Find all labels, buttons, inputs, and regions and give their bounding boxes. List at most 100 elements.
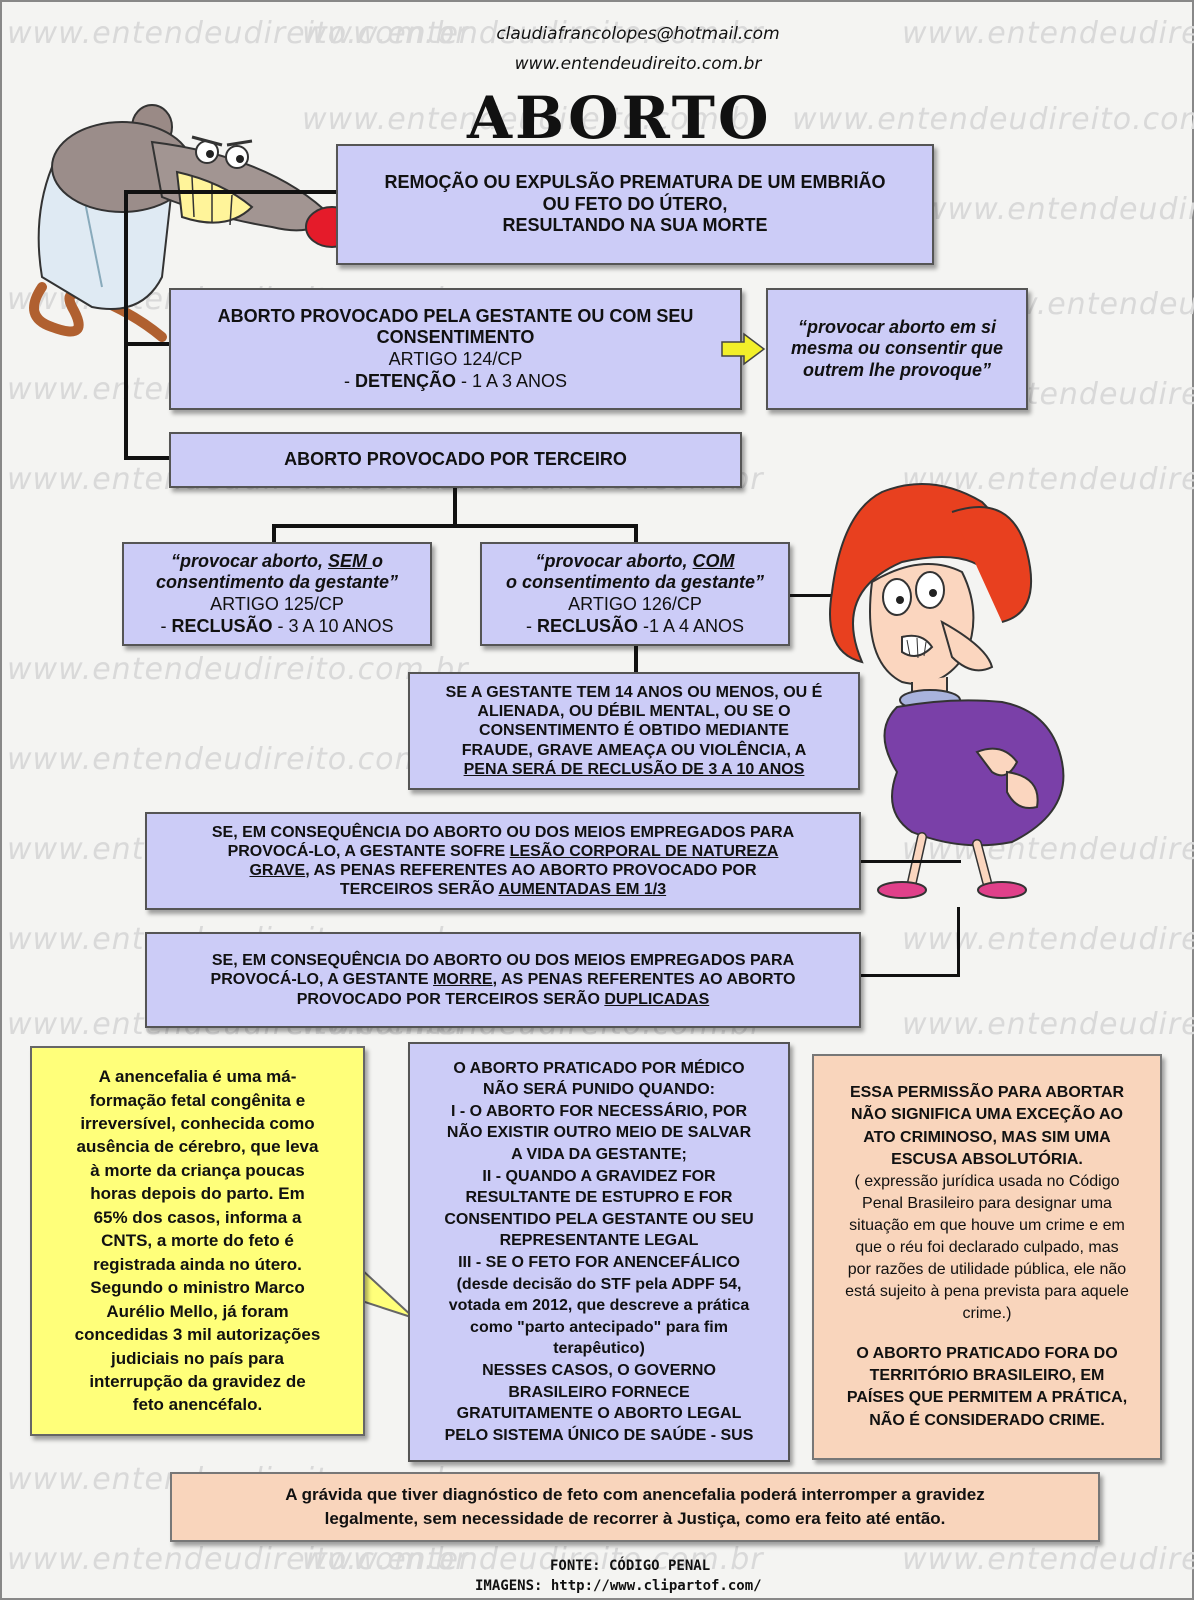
excuse-line: ESCUSA ABSOLUTÓRIA.	[891, 1150, 1083, 1168]
anencephaly-line: Segundo o ministro Marco	[90, 1278, 305, 1298]
anencephaly-line: CNTS, a morte do feto é	[101, 1231, 294, 1251]
minor-line: ALIENADA, OU DÉBIL MENTAL, OU SE O	[477, 703, 791, 721]
third-party-title: ABORTO PROVOCADO POR TERCEIRO	[284, 449, 627, 470]
art124-box: ABORTO PROVOCADO PELA GESTANTE OU COM SE…	[169, 288, 742, 410]
connector-line	[124, 190, 336, 194]
excuse-note: que o réu foi declarado culpado, mas	[855, 1238, 1119, 1256]
watermark: www.entendeudireito.com.br	[902, 922, 1194, 957]
exception-line: NESSES CASOS, O GOVERNO	[482, 1361, 716, 1379]
watermark: www.entendeudireito.com.br	[7, 1542, 469, 1577]
art126-box: “provocar aborto, COM o consentimento da…	[480, 542, 790, 646]
injury-line: GRAVE, AS PENAS REFERENTES AO ABORTO PRO…	[249, 862, 757, 879]
art126-penalty: - RECLUSÃO -1 A 4 ANOS	[525, 615, 745, 636]
connector-line	[861, 860, 961, 863]
watermark: www.entendeudireito.com.br	[7, 652, 469, 687]
anencephaly-line: concedidas 3 mil autorizações	[74, 1325, 321, 1345]
excuse-note: está sujeito à pena prevista para aquele	[845, 1283, 1129, 1301]
minor-line: FRAUDE, GRAVE AMEAÇA OU VIOLÊNCIA, A	[461, 741, 807, 759]
anencephaly-line: 65% dos casos, informa a	[93, 1207, 302, 1227]
exceptions-box: O ABORTO PRATICADO POR MÉDICO NÃO SERÁ P…	[408, 1042, 790, 1462]
connector-line	[272, 524, 276, 542]
watermark: www.entendeudireito.com.br	[922, 192, 1194, 227]
excuse-line: ATO CRIMINOSO, MAS SIM UMA	[863, 1128, 1111, 1146]
connector-line	[124, 456, 170, 460]
exception-line: GRATUITAMENTE O ABORTO LEGAL	[456, 1405, 742, 1423]
art126-article: ARTIGO 126/CP	[568, 594, 702, 614]
anencephaly-line: ausência de cérebro, que leva	[76, 1137, 319, 1157]
site-url: www.entendeudireito.com.br	[514, 54, 762, 74]
exception-line: NÃO EXISTIR OUTRO MEIO DE SALVAR	[446, 1124, 752, 1142]
watermark: www.entendeudireito.com.br	[792, 102, 1194, 137]
footer-images: IMAGENS: http://www.clipartof.com/	[475, 1578, 762, 1594]
exception-line: O ABORTO PRATICADO POR MÉDICO	[453, 1059, 745, 1077]
anencephaly-line: à morte da criança poucas	[90, 1160, 305, 1180]
injury-line: TERCEIROS SERÃO AUMENTADAS EM 1/3	[339, 881, 667, 899]
exception-line: NÃO SERÁ PUNIDO QUANDO:	[482, 1081, 715, 1099]
connector-line	[957, 907, 960, 977]
art124-title: CONSENTIMENTO	[376, 327, 535, 348]
definition-line: OU FETO DO ÚTERO,	[542, 193, 728, 214]
excuse-line: NÃO SIGNIFICA UMA EXCEÇÃO AO	[850, 1106, 1123, 1124]
watermark: www.entendeudireito.com.br	[902, 1007, 1194, 1042]
anencephaly-line: judiciais no país para	[111, 1348, 284, 1368]
death-line: PROVOCADO POR TERCEIROS SERÃO DUPLICADAS	[296, 990, 710, 1008]
minor-line: SE A GESTANTE TEM 14 ANOS OU MENOS, OU É	[445, 684, 823, 702]
anencephaly-box: A anencefalia é uma má- formação fetal c…	[30, 1046, 365, 1436]
excuse-note: crime.)	[962, 1305, 1012, 1323]
art124-penalty: - DETENÇÃO - 1 A 3 ANOS	[343, 370, 568, 391]
art125-article: ARTIGO 125/CP	[210, 594, 344, 614]
exception-line: RESULTANTE DE ESTUPRO E FOR	[465, 1189, 733, 1207]
art124-title: ABORTO PROVOCADO PELA GESTANTE OU COM SE…	[217, 305, 694, 326]
art124-quote-box: “provocar aborto em si mesma ou consenti…	[766, 288, 1028, 410]
connector-line	[861, 974, 960, 977]
art125-quote: “provocar aborto, SEM o	[170, 550, 384, 571]
excuse-line: ESSA PERMISSÃO PARA ABORTAR	[849, 1084, 1125, 1102]
connector-line	[790, 594, 846, 597]
exception-line: BRASILEIRO FORNECE	[508, 1383, 690, 1401]
excuse-note: por razões de utilidade pública, ele não	[847, 1261, 1127, 1279]
bottom-note-line: A grávida que tiver diagnóstico de feto …	[285, 1485, 985, 1505]
injury-line: SE, EM CONSEQUÊNCIA DO ABORTO OU DOS MEI…	[211, 823, 795, 841]
connector-line	[124, 192, 128, 460]
anencephaly-line: irreversível, conhecida como	[80, 1114, 315, 1133]
art124-article: ARTIGO 124/CP	[388, 349, 523, 369]
exception-line: (desde decisão do STF pela ADPF 54,	[456, 1275, 742, 1293]
foreign-line: NÃO É CONSIDERADO CRIME.	[869, 1411, 1105, 1429]
foreign-line: TERRITÓRIO BRASILEIRO, EM	[869, 1367, 1105, 1385]
injury-line: PROVOCÁ-LO, A GESTANTE SOFRE LESÃO CORPO…	[227, 842, 779, 860]
minor-line: CONSENTIMENTO É OBTIDO MEDIANTE	[479, 722, 789, 740]
art126-quote: o consentimento da gestante”	[505, 572, 765, 593]
minor-box: SE A GESTANTE TEM 14 ANOS OU MENOS, OU É…	[408, 672, 860, 790]
connector-line	[453, 488, 457, 526]
art125-quote: consentimento da gestante”	[155, 572, 399, 593]
death-line: PROVOCÁ-LO, A GESTANTE MORRE, AS PENAS R…	[210, 971, 796, 989]
exception-line: terapêutico)	[553, 1340, 645, 1358]
exception-line: II - QUANDO A GRAVIDEZ FOR	[482, 1167, 716, 1185]
exception-line: REPRESENTANTE LEGAL	[499, 1232, 699, 1250]
yellow-arrow-icon	[721, 332, 766, 366]
art125-box: “provocar aborto, SEM o consentimento da…	[122, 542, 432, 646]
definition-box: REMOÇÃO OU EXPULSÃO PREMATURA DE UM EMBR…	[336, 144, 934, 265]
anencephaly-line: registrada ainda no útero.	[93, 1254, 302, 1274]
bottom-note-line: legalmente, sem necessidade de recorrer …	[324, 1509, 946, 1528]
exception-line: votada em 2012, que descreve a prática	[448, 1297, 750, 1315]
exception-line: III - SE O FETO FOR ANENCEFÁLICO	[458, 1254, 740, 1271]
death-line: SE, EM CONSEQUÊNCIA DO ABORTO OU DOS MEI…	[211, 952, 795, 970]
anencephaly-line: formação fetal congênita e	[89, 1090, 306, 1110]
excuse-note: situação em que houve um crime e em	[849, 1216, 1125, 1234]
definition-line: REMOÇÃO OU EXPULSÃO PREMATURA DE UM EMBR…	[384, 172, 886, 193]
connector-line	[124, 342, 170, 346]
exception-line: I - O ABORTO FOR NECESSÁRIO, POR	[450, 1102, 748, 1120]
foreign-line: O ABORTO PRATICADO FORA DO	[856, 1345, 1118, 1363]
third-party-box: ABORTO PROVOCADO POR TERCEIRO	[169, 432, 742, 488]
quote-line: mesma ou consentir que	[790, 338, 1004, 359]
minor-line: PENA SERÁ DE RECLUSÃO DE 3 A 10 ANOS	[463, 760, 805, 778]
excuse-note: Penal Brasileiro para designar uma	[862, 1194, 1112, 1212]
page-title: ABORTO	[467, 84, 772, 152]
connector-line	[634, 646, 638, 674]
art126-quote: “provocar aborto, COM	[535, 550, 735, 571]
anencephaly-line: horas depois do parto. Em	[90, 1184, 305, 1204]
pregnant-woman-cartoon	[829, 483, 1065, 899]
injury-box: SE, EM CONSEQUÊNCIA DO ABORTO OU DOS MEI…	[145, 812, 861, 910]
author-email: claudiafrancolopes@hotmail.com	[496, 24, 780, 44]
